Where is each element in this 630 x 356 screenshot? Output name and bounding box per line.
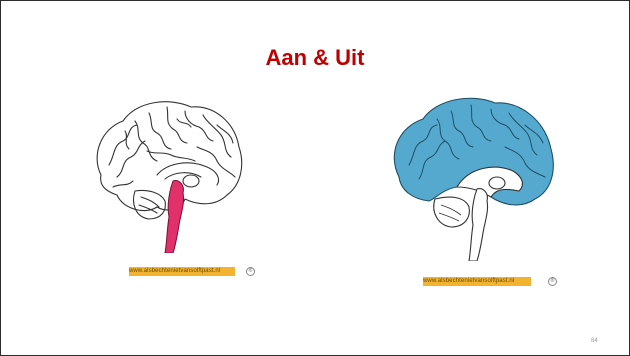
- slide-title: Aan & Uit: [1, 45, 629, 71]
- watermark-url-right: www.alsbechtenietvansolftpast.nl: [423, 277, 531, 286]
- page-number: 84: [591, 338, 598, 344]
- watermark-url-left: www.alsbechtenietvansolftpast.nl: [129, 267, 235, 276]
- registered-mark-right: ®: [548, 277, 557, 286]
- brain-cortex-illustration: [385, 91, 557, 261]
- registered-mark-left: ®: [246, 267, 255, 276]
- brain-brainstem-illustration: [87, 91, 245, 253]
- brainstem-highlight: [165, 181, 184, 253]
